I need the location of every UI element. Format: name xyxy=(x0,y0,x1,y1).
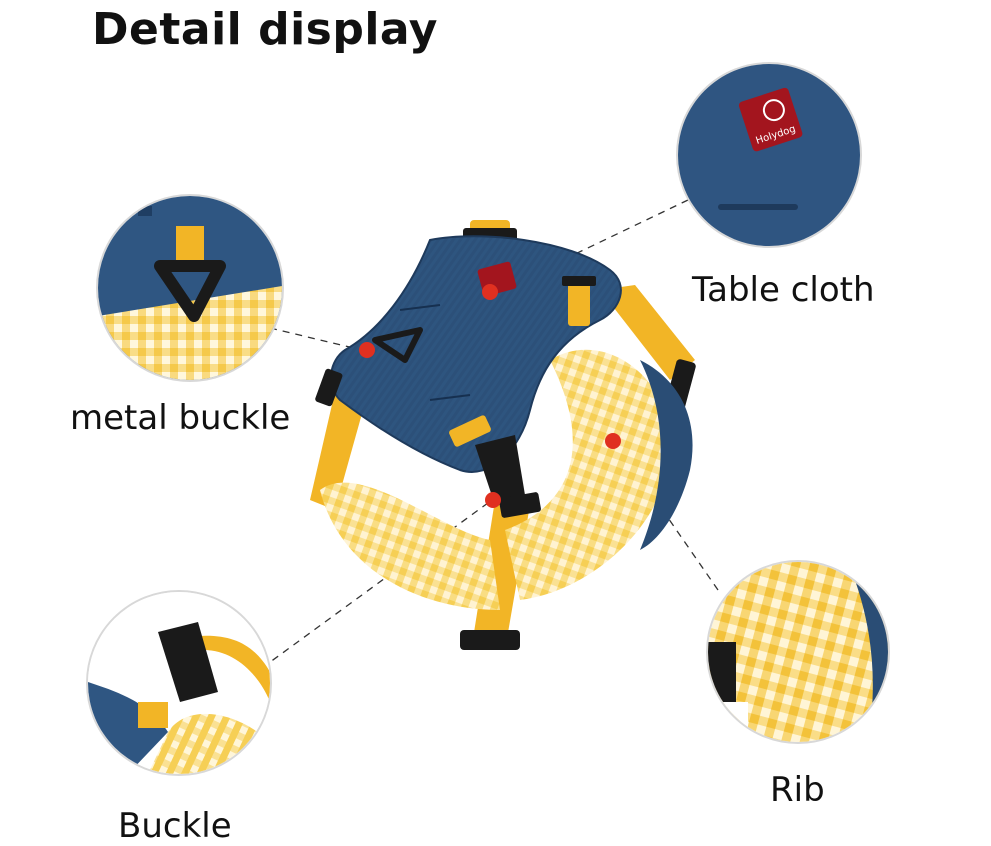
marker-table-cloth xyxy=(482,284,498,300)
zoom-table-cloth: Holydog xyxy=(676,62,862,248)
marker-rib xyxy=(605,433,621,449)
zoom-metal-buckle xyxy=(96,194,284,382)
label-table-cloth: Table cloth xyxy=(692,270,875,310)
marker-buckle xyxy=(485,492,501,508)
zoom-buckle xyxy=(86,590,272,776)
label-buckle: Buckle xyxy=(118,806,232,846)
harness-image xyxy=(310,220,696,650)
page-title: Detail display xyxy=(92,4,438,55)
label-rib: Rib xyxy=(770,770,825,810)
label-metal-buckle: metal buckle xyxy=(70,398,291,438)
marker-metal-buckle xyxy=(359,342,375,358)
zoom-rib xyxy=(706,560,890,744)
